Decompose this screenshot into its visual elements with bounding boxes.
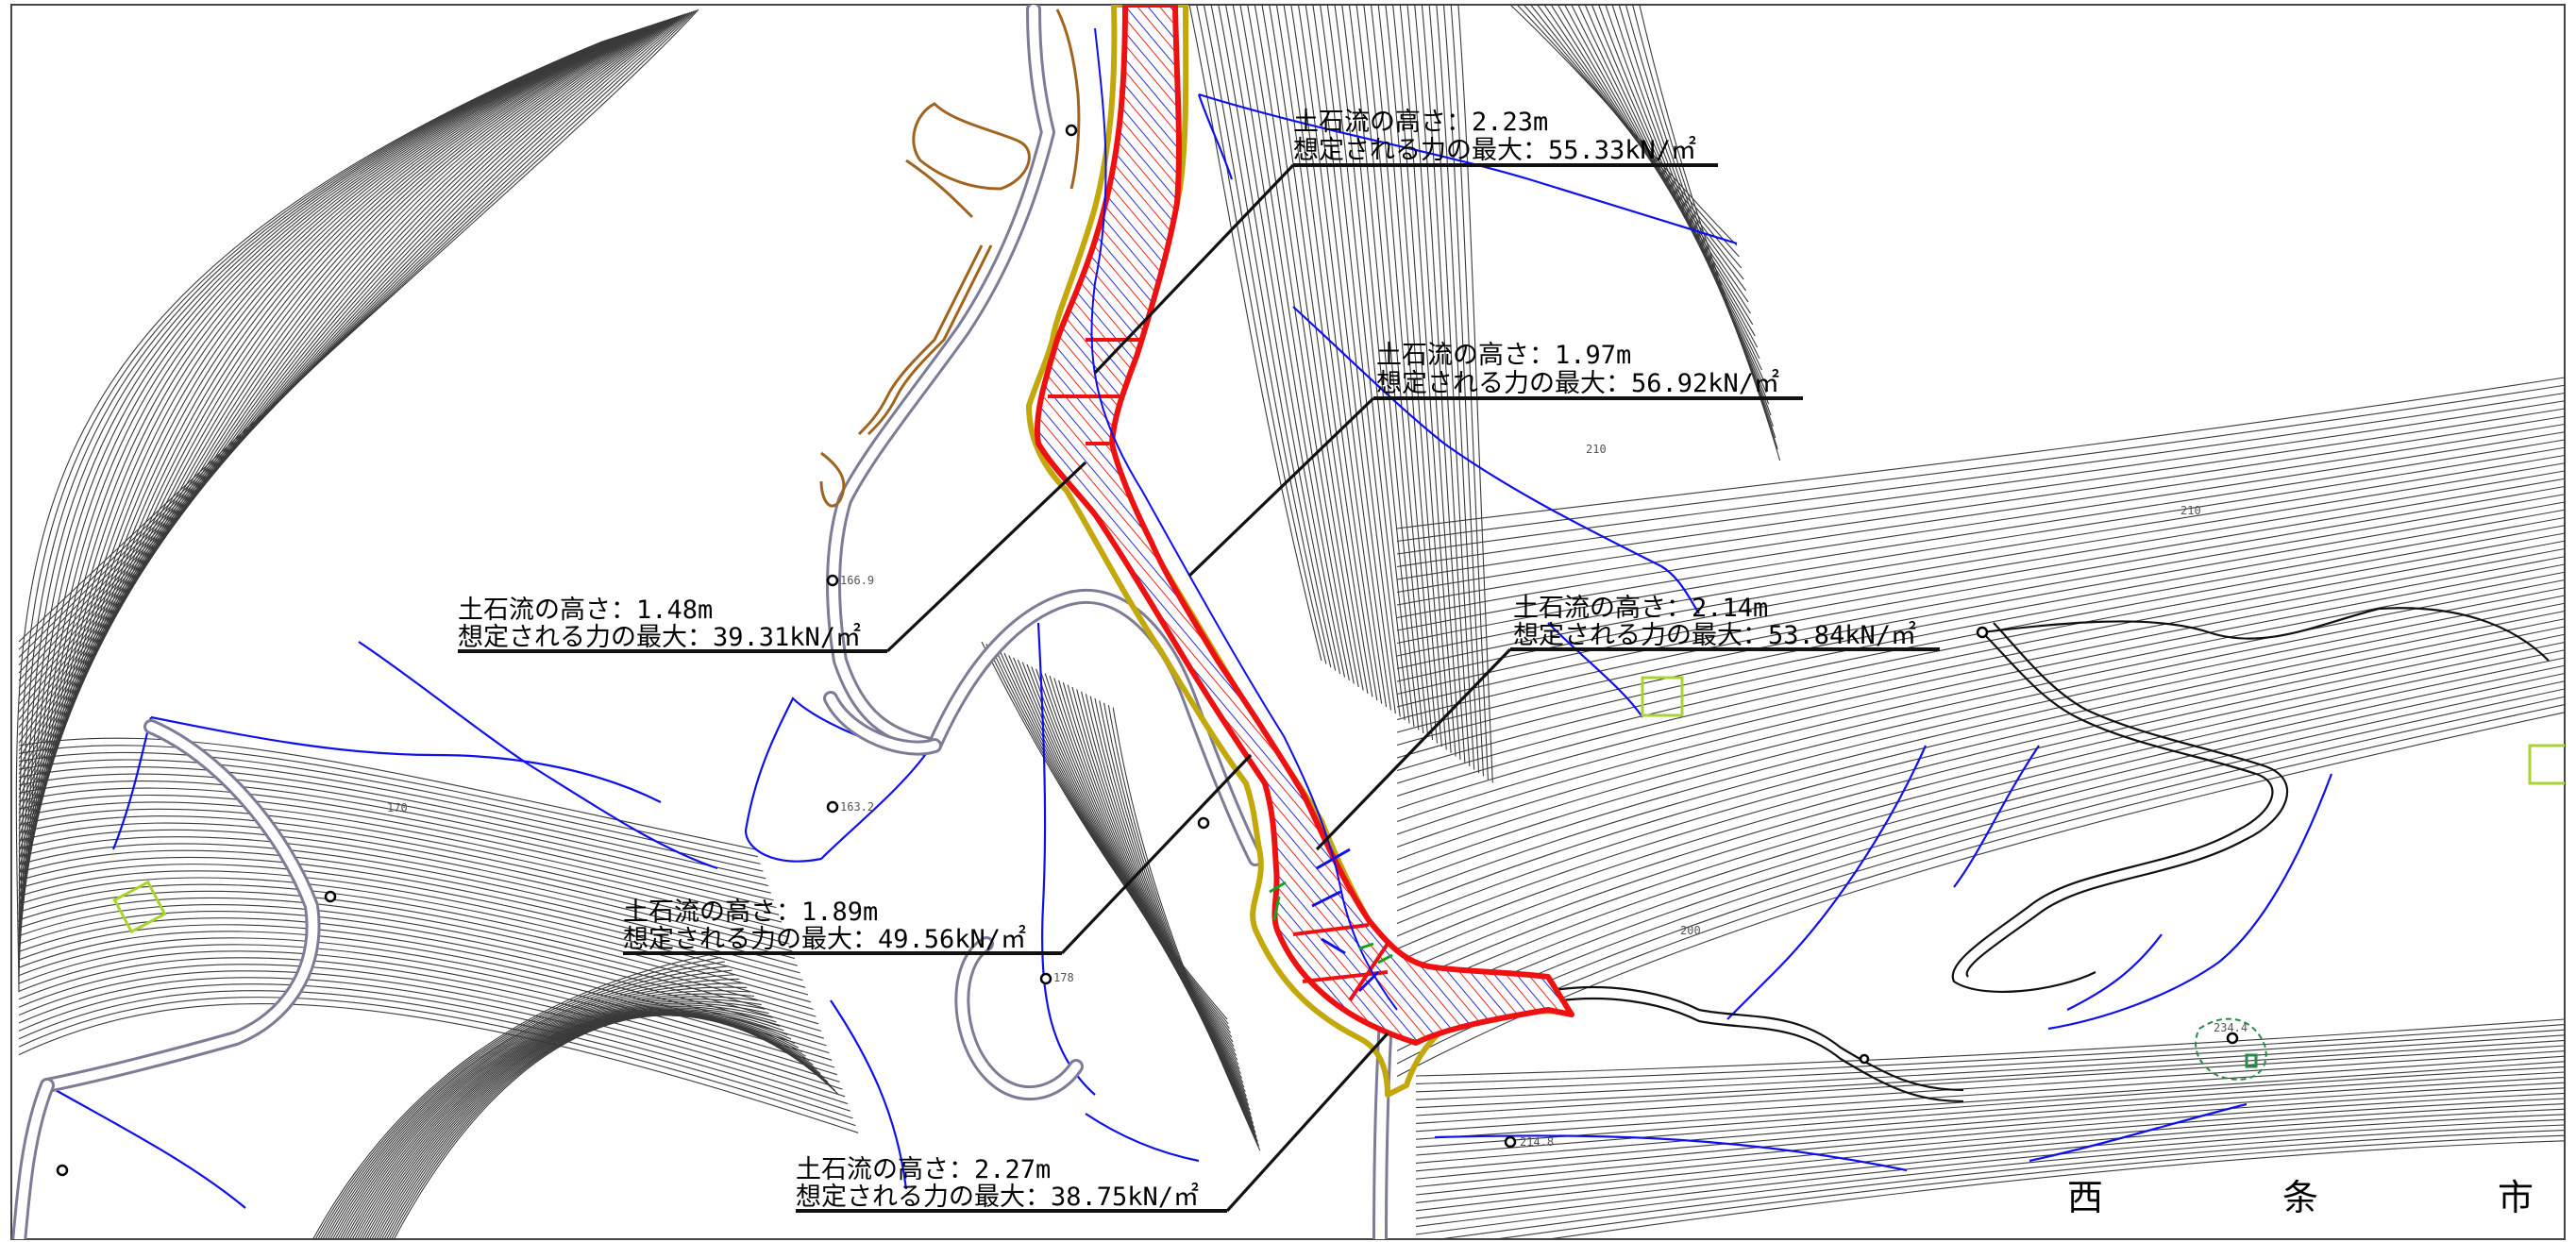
- svg-text:178: 178: [1053, 971, 1074, 984]
- callout-5-height: 土石流の高さ：1.89m: [623, 898, 878, 927]
- place-name: 西 条 市: [2067, 1177, 2534, 1218]
- callout-layer: 土石流の高さ：2.23m 想定される力の最大：55.33kN/㎡ 土石流の高さ：…: [458, 108, 1940, 1213]
- callout-4: 土石流の高さ：2.14m 想定される力の最大：53.84kN/㎡: [1315, 594, 1940, 851]
- svg-text:234.4: 234.4: [2214, 1021, 2248, 1034]
- farmland-features: [819, 8, 1081, 508]
- map-symbols: 166.9 163.2 178 234.4 214.8 210 210 170 …: [56, 124, 2565, 1177]
- callout-6-height: 土石流の高さ：2.27m: [796, 1155, 1051, 1184]
- debris-flow-zone: [1026, 5, 1574, 1098]
- callout-4-force: 想定される力の最大：53.84kN/㎡: [1513, 621, 1916, 650]
- callout-1-height: 土石流の高さ：2.23m: [1293, 108, 1548, 137]
- contour-lines: [15, 5, 2565, 1239]
- callout-2: 土石流の高さ：1.97m 想定される力の最大：56.92kN/㎡: [1187, 341, 1803, 578]
- terrain-layer: 166.9 163.2 178 234.4 214.8 210 210 170 …: [11, 5, 2565, 1239]
- callout-6: 土石流の高さ：2.27m 想定される力の最大：38.75kN/㎡: [796, 1032, 1389, 1213]
- callout-4-height: 土石流の高さ：2.14m: [1513, 594, 1768, 623]
- svg-text:200: 200: [1680, 924, 1701, 937]
- callout-1-force: 想定される力の最大：55.33kN/㎡: [1293, 136, 1696, 165]
- map-frame: [10, 4, 2566, 1240]
- svg-text:210: 210: [2180, 504, 2201, 517]
- callout-5: 土石流の高さ：1.89m 想定される力の最大：49.56kN/㎡: [623, 753, 1253, 955]
- svg-text:166.9: 166.9: [840, 574, 874, 587]
- callout-3-height: 土石流の高さ：1.48m: [458, 596, 713, 625]
- place-name-char-3: 市: [2498, 1177, 2534, 1218]
- callout-1: 土石流の高さ：2.23m 想定される力の最大：55.33kN/㎡: [1093, 108, 1718, 375]
- callout-2-height: 土石流の高さ：1.97m: [1376, 341, 1631, 370]
- callout-3-force: 想定される力の最大：39.31kN/㎡: [458, 623, 861, 652]
- callout-3: 土石流の高さ：1.48m 想定される力の最大：39.31kN/㎡: [458, 461, 1087, 653]
- callout-2-force: 想定される力の最大：56.92kN/㎡: [1376, 369, 1779, 398]
- place-name-char-1: 西: [2067, 1177, 2103, 1218]
- svg-text:214.8: 214.8: [1520, 1135, 1554, 1149]
- svg-text:210: 210: [1586, 443, 1607, 456]
- svg-text:170: 170: [387, 801, 408, 814]
- svg-text:163.2: 163.2: [840, 800, 874, 814]
- callout-5-force: 想定される力の最大：49.56kN/㎡: [623, 925, 1026, 954]
- callout-6-force: 想定される力の最大：38.75kN/㎡: [796, 1183, 1199, 1212]
- place-name-char-2: 条: [2282, 1177, 2318, 1218]
